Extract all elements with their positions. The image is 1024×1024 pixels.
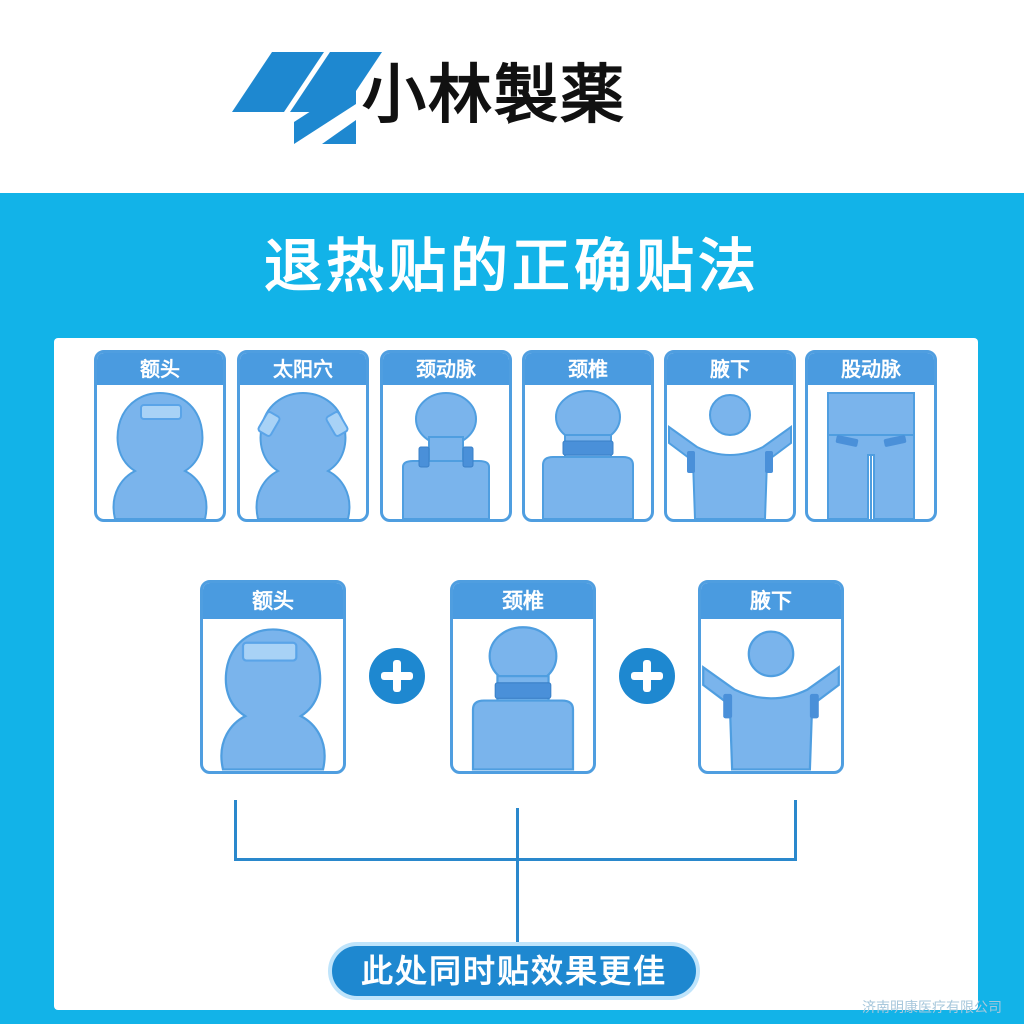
card-carotid: 颈动脉 <box>380 350 512 522</box>
card-armpit-combo: 腋下 <box>698 580 844 774</box>
connector-line <box>234 800 237 860</box>
card-femoral: 股动脉 <box>805 350 937 522</box>
forehead-patch-icon <box>112 391 208 519</box>
watermark: 济南明康医疗有限公司 <box>862 1000 1002 1016</box>
plus-icon <box>619 648 675 704</box>
card-forehead-combo: 额头 <box>200 580 346 774</box>
page-title: 退热贴的正确贴法 <box>263 232 760 300</box>
card-armpit: 腋下 <box>664 350 796 522</box>
card-forehead: 额头 <box>94 350 226 522</box>
card-label: 颈椎 <box>453 583 593 619</box>
cervical-patch-icon <box>471 626 575 771</box>
card-label: 腋下 <box>701 583 841 619</box>
card-label: 腋下 <box>667 353 793 385</box>
plus-icon <box>369 648 425 704</box>
connector-line <box>516 808 519 944</box>
card-label: 额头 <box>97 353 223 385</box>
femoral-patch-icon <box>827 392 915 519</box>
card-label: 额头 <box>203 583 343 619</box>
brand-name: 小林製薬 <box>362 59 626 133</box>
card-label: 颈椎 <box>525 353 651 385</box>
card-label: 股动脉 <box>808 353 934 385</box>
temple-patch-icon <box>255 391 351 519</box>
armpit-patch-icon <box>668 394 792 519</box>
card-temple: 太阳穴 <box>237 350 369 522</box>
forehead-patch-icon <box>220 628 326 771</box>
carotid-patch-icon <box>402 392 490 519</box>
combo-note: 此处同时贴效果更佳 <box>328 942 700 1000</box>
connector-line <box>234 858 797 861</box>
card-cervical-combo: 颈椎 <box>450 580 596 774</box>
card-label: 颈动脉 <box>383 353 509 385</box>
armpit-patch-icon <box>702 630 840 771</box>
logo-icon <box>232 52 382 144</box>
card-label: 太阳穴 <box>240 353 366 385</box>
header: 小林製薬 <box>0 0 1024 193</box>
connector-line <box>794 800 797 860</box>
card-cervical: 颈椎 <box>522 350 654 522</box>
cervical-patch-icon <box>542 390 634 519</box>
